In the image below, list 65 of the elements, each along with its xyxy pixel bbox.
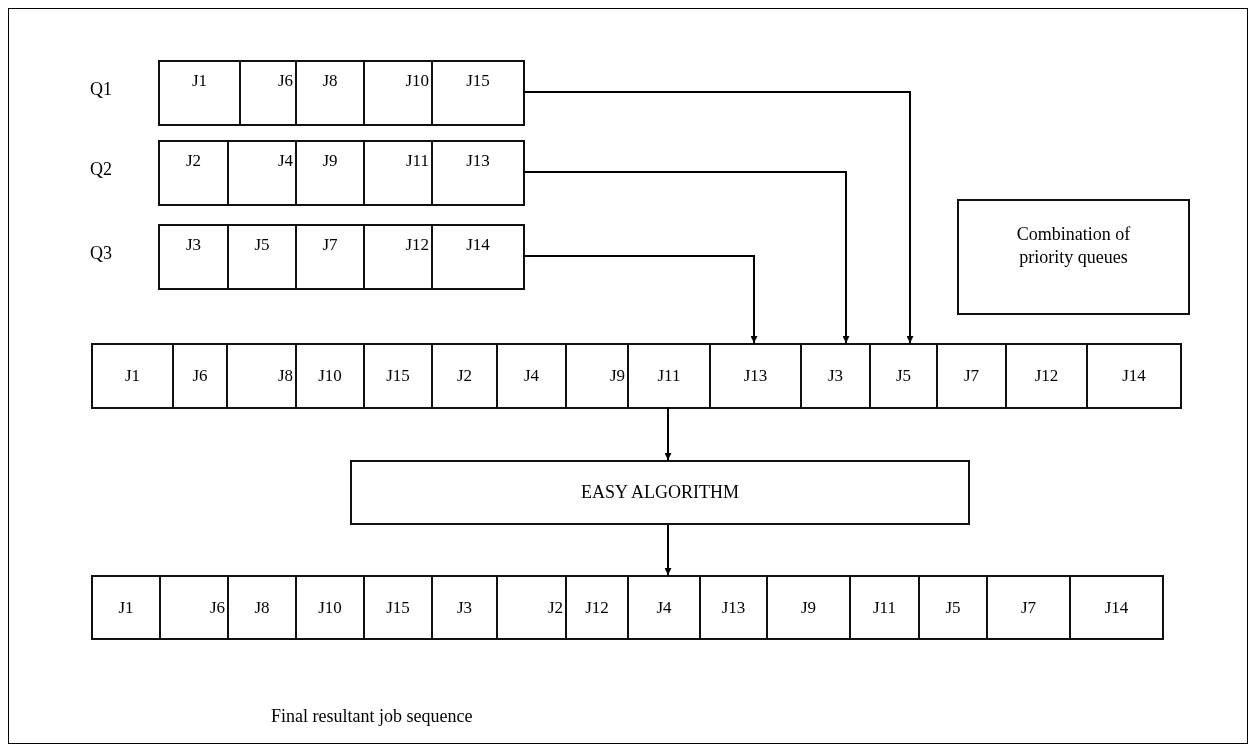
node-label: J8 — [254, 596, 270, 619]
node-label: J4 — [656, 596, 672, 619]
node-label: J8 — [322, 70, 338, 92]
node-label: J9 — [322, 150, 338, 172]
job-cell — [1069, 575, 1164, 640]
node-label: J4 — [277, 150, 293, 172]
arrow — [522, 91, 914, 344]
node-label: J6 — [192, 365, 208, 387]
node-label: J11 — [406, 150, 429, 172]
node-label: J5 — [254, 234, 270, 256]
node-label: J2 — [185, 150, 202, 172]
node-label: J15 — [386, 365, 410, 387]
caption-text: Final resultant job sequence — [271, 706, 473, 727]
arrow — [664, 524, 672, 576]
queue-row — [91, 343, 1180, 407]
node-label: J14 — [466, 234, 490, 256]
node-label: J3 — [827, 365, 844, 387]
node-label: J7 — [1020, 596, 1037, 619]
arrow — [522, 255, 758, 344]
node-label: J14 — [1104, 596, 1129, 619]
job-cell — [1086, 343, 1182, 409]
process-box — [957, 199, 1190, 315]
side-label: Q1 — [90, 78, 112, 101]
node-label: J12 — [1034, 365, 1059, 387]
queue-row — [91, 575, 1162, 638]
node-label: J15 — [386, 596, 410, 619]
job-cell — [431, 60, 525, 126]
node-label: J9 — [800, 596, 817, 619]
node-label: J6 — [277, 70, 293, 92]
node-label: J1 — [191, 70, 208, 92]
process-box — [350, 460, 970, 525]
side-label: Q3 — [90, 242, 112, 265]
node-label: J10 — [318, 596, 342, 619]
arrow — [522, 171, 850, 344]
node-label: J13 — [721, 596, 746, 619]
node-label: J10 — [318, 365, 342, 387]
node-label: J9 — [609, 365, 625, 387]
node-label: J11 — [873, 596, 896, 619]
node-label: J6 — [209, 596, 225, 619]
node-label: J15 — [466, 70, 490, 92]
node-label: J10 — [405, 70, 429, 92]
node-label: J3 — [185, 234, 202, 256]
node-label: Combination of priority queues — [1015, 223, 1132, 268]
side-label: Q2 — [90, 158, 112, 181]
node-label: J2 — [547, 596, 563, 619]
node-label: J12 — [585, 596, 609, 619]
node-label: J4 — [523, 365, 540, 387]
node-label: J13 — [466, 150, 490, 172]
node-label: J1 — [118, 596, 134, 619]
node-label: J2 — [456, 365, 473, 387]
node-label: J3 — [456, 596, 473, 619]
node-label: J5 — [945, 596, 961, 619]
node-label: J11 — [657, 365, 681, 387]
node-label: J12 — [405, 234, 429, 256]
arrow — [664, 406, 672, 461]
node-label: J7 — [322, 234, 338, 256]
node-label: J1 — [124, 365, 141, 387]
node-label: J13 — [743, 365, 768, 387]
node-label: J7 — [963, 365, 980, 387]
job-cell — [431, 224, 525, 290]
node-label: J14 — [1122, 365, 1146, 387]
job-cell — [431, 140, 525, 206]
node-label: EASY ALGORITHM — [581, 481, 739, 504]
node-label: J8 — [277, 365, 293, 387]
node-label: J5 — [895, 365, 912, 387]
